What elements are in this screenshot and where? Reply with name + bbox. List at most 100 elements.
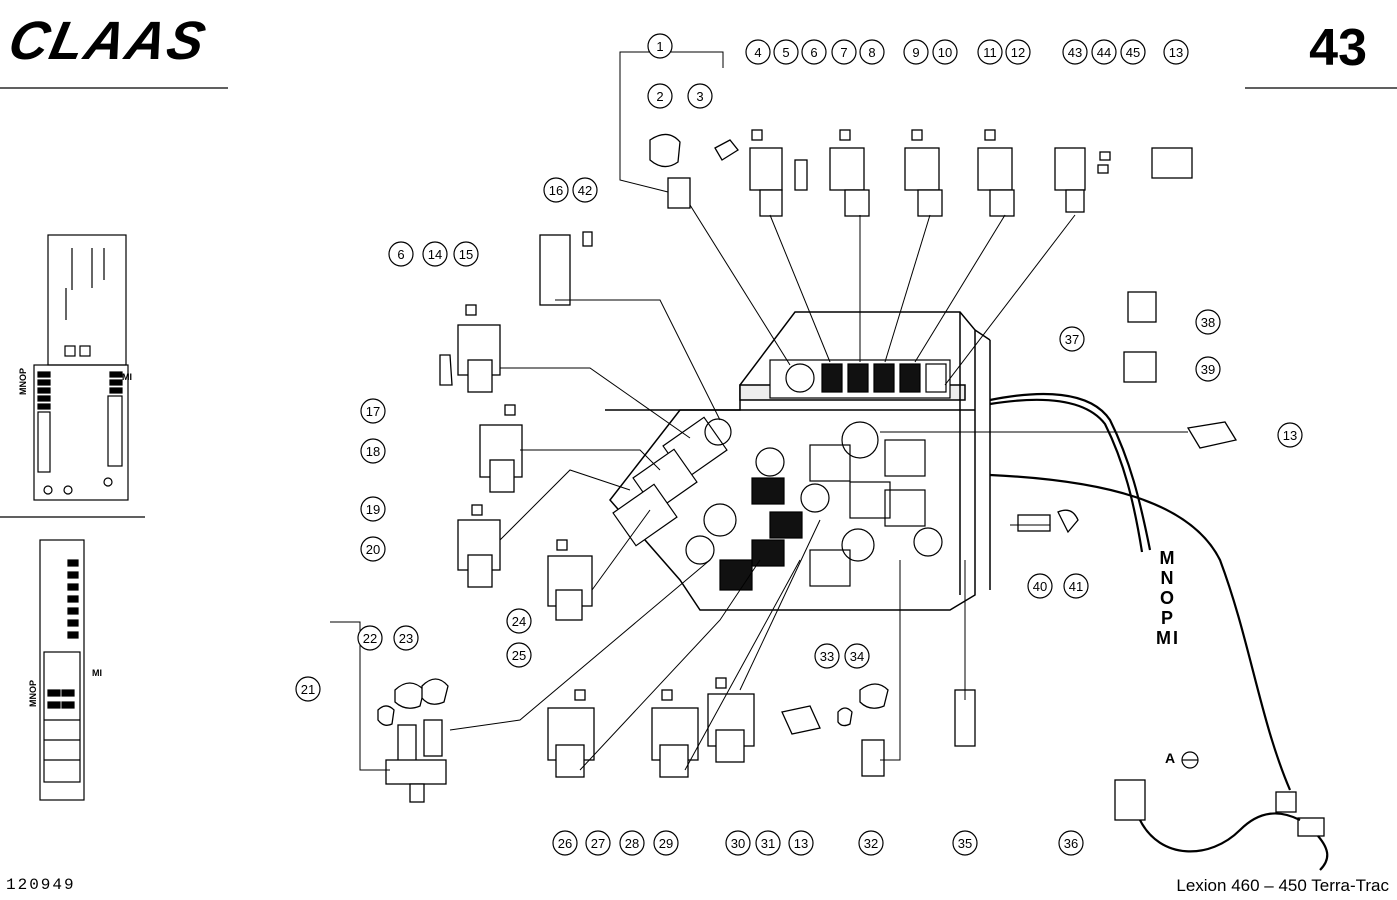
callout-number: 13 [1283,428,1297,443]
callout-31: 31 [755,830,781,856]
callout-6: 6 [801,39,827,65]
callout-number: 13 [794,836,808,851]
callout-30: 30 [725,830,751,856]
callout-40: 40 [1027,573,1053,599]
callout-number: 23 [399,631,413,646]
callout-13: 13 [1277,422,1303,448]
callout-number: 35 [958,836,972,851]
callout-2: 2 [647,83,673,109]
callout-number: 5 [782,45,789,60]
bottom-row-switches [547,677,976,778]
harness-letter-m: M [1159,548,1177,568]
callout-20: 20 [360,536,386,562]
callout-32: 32 [858,830,884,856]
callout-number: 7 [840,45,847,60]
callout-number: 32 [864,836,878,851]
callout-38: 38 [1195,309,1221,335]
callout-37: 37 [1059,326,1085,352]
callout-number: 39 [1201,362,1215,377]
callout-28: 28 [619,830,645,856]
callout-14: 14 [422,241,448,267]
callout-number: 18 [366,444,380,459]
callout-13: 13 [1163,39,1189,65]
callout-8: 8 [859,39,885,65]
callout-number: 29 [659,836,673,851]
callout-number: 2 [656,89,663,104]
callout-number: 3 [696,89,703,104]
callout-15: 15 [453,241,479,267]
callout-17: 17 [360,398,386,424]
wire-harness [989,392,1329,871]
callout-number: 19 [366,502,380,517]
model-label: Lexion 460 – 450 Terra-Trac [1176,876,1389,895]
callout-5: 5 [773,39,799,65]
callout-number: 4 [754,45,761,60]
callout-29: 29 [653,830,679,856]
callout-10: 10 [932,39,958,65]
callout-12: 12 [1005,39,1031,65]
callout-23: 23 [393,625,419,651]
callout-9: 9 [903,39,929,65]
callout-number: 8 [868,45,875,60]
callout-number: 37 [1065,332,1079,347]
callout-number: 41 [1069,579,1083,594]
callout-number: 14 [428,247,442,262]
callout-number: 9 [912,45,919,60]
callout-18: 18 [360,438,386,464]
callout-44: 44 [1091,39,1117,65]
callout-35: 35 [952,830,978,856]
callout-number: 22 [363,631,377,646]
callout-26: 26 [552,830,578,856]
callout-13: 13 [788,830,814,856]
inset-panel-top [33,234,129,501]
ground-symbol-icon [1181,751,1199,769]
callout-3: 3 [687,83,713,109]
harness-letter-mi: MI [1156,628,1180,648]
callout-7: 7 [831,39,857,65]
inset-top-mi: MI [122,372,132,382]
harness-label: M N O P MI [1153,548,1183,648]
callout-number: 25 [512,648,526,663]
callout-number: 43 [1068,45,1082,60]
callout-number: 12 [1011,45,1025,60]
callout-number: 40 [1033,579,1047,594]
right-side-parts [1017,291,1325,837]
callout-number: 17 [366,404,380,419]
callout-21: 21 [295,676,321,702]
callout-number: 6 [810,45,817,60]
harness-letter-o: O [1159,588,1176,608]
inset-bottom-mi: MI [92,668,102,678]
callout-number: 36 [1064,836,1078,851]
callout-33: 33 [814,643,840,669]
console-left-switch-panel [612,416,803,591]
callout-number: 44 [1097,45,1111,60]
callout-4: 4 [745,39,771,65]
harness-letter-n: N [1160,568,1176,588]
callout-number: 42 [578,183,592,198]
inset-panel-bottom [39,539,85,801]
callout-number: 27 [591,836,605,851]
leader-lines [330,51,1188,771]
callout-number: 28 [625,836,639,851]
callout-41: 41 [1063,573,1089,599]
harness-letter-p: P [1160,608,1175,628]
callout-43: 43 [1062,39,1088,65]
callout-25: 25 [506,642,532,668]
callout-number: 15 [459,247,473,262]
drawing-number: 120949 [6,876,76,894]
callout-number: 24 [512,614,526,629]
left-switches [439,304,593,621]
callout-number: 33 [820,649,834,664]
callout-number: 6 [397,247,404,262]
callout-11: 11 [977,39,1003,65]
callout-number: 13 [1169,45,1183,60]
callout-42: 42 [572,177,598,203]
callout-27: 27 [585,830,611,856]
rotary-switch-assembly [377,678,449,803]
callout-number: 11 [983,45,997,60]
callout-39: 39 [1195,356,1221,382]
callout-number: 20 [366,542,380,557]
